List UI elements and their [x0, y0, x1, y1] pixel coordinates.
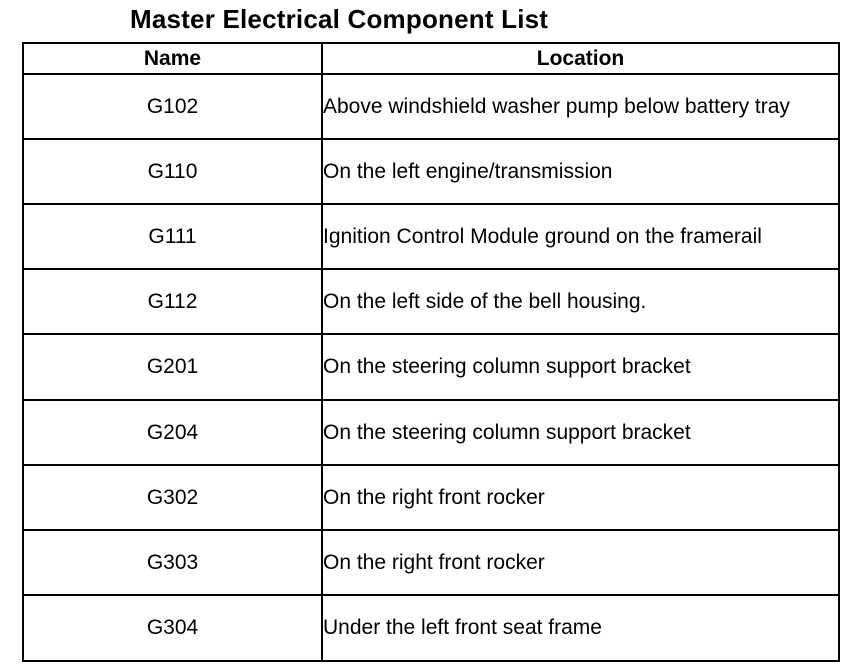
component-table: Name Location G102 Above windshield wash…	[24, 44, 838, 660]
component-name-cell: G204	[24, 398, 323, 466]
table-row: G110 On the left engine/transmission	[24, 138, 838, 206]
component-location-cell: Above windshield washer pump below batte…	[321, 72, 838, 141]
table-header-row: Name Location	[24, 44, 838, 75]
component-name-cell: G110	[24, 138, 323, 206]
table-row: G204 On the steering column support brac…	[24, 398, 838, 466]
component-location-cell: On the steering column support bracket	[321, 398, 838, 466]
table-row: G303 On the right front rocker	[24, 528, 838, 596]
component-name-cell: G111	[24, 203, 323, 271]
component-name-cell: G304	[24, 593, 323, 660]
component-name-cell: G201	[24, 333, 323, 401]
component-location-cell: On the left side of the bell housing.	[321, 268, 838, 336]
table-row: G201 On the steering column support brac…	[24, 333, 838, 401]
column-header-location: Location	[321, 44, 838, 75]
component-location-cell: On the right front rocker	[321, 463, 838, 531]
component-table-container: Name Location G102 Above windshield wash…	[22, 42, 840, 662]
table-row: G304 Under the left front seat frame	[24, 593, 838, 660]
component-name-cell: G303	[24, 528, 323, 596]
page-title: Master Electrical Component List	[130, 4, 549, 34]
component-location-cell: Under the left front seat frame	[321, 593, 838, 660]
table-row: G111 Ignition Control Module ground on t…	[24, 203, 838, 271]
component-location-cell: On the steering column support bracket	[321, 333, 838, 401]
column-header-name: Name	[24, 44, 323, 75]
table-row: G302 On the right front rocker	[24, 463, 838, 531]
component-location-cell: On the left engine/transmission	[321, 138, 838, 206]
component-location-cell: Ignition Control Module ground on the fr…	[321, 203, 838, 271]
component-location-cell: On the right front rocker	[321, 528, 838, 596]
component-name-cell: G302	[24, 463, 323, 531]
table-row: G112 On the left side of the bell housin…	[24, 268, 838, 336]
table-row: G102 Above windshield washer pump below …	[24, 72, 838, 141]
component-name-cell: G102	[24, 72, 323, 141]
component-name-cell: G112	[24, 268, 323, 336]
